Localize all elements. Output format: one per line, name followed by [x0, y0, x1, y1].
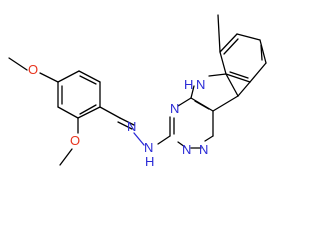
- bond-tri-b: [177, 97, 192, 107]
- nitrogen-atom-triazine-left: N: [170, 101, 180, 116]
- bond-ring2-b: [219, 33, 238, 53]
- oxygen-atom-bottom: O: [70, 133, 81, 148]
- hydrogen-atom-hydrazine: H: [145, 154, 155, 169]
- bond-ring2-a: [219, 51, 227, 75]
- bond-five-a: [190, 85, 195, 99]
- oxygen-atom-top: O: [28, 62, 39, 77]
- bond-o-methyl-bottom: [59, 148, 73, 166]
- bond-ring1-inner-3: [79, 75, 97, 85]
- bond-tri-e: [204, 135, 214, 142]
- bond-ring2-g: [225, 73, 251, 83]
- nitrogen-atom-imine: N: [127, 119, 137, 134]
- bond-tri-f: [177, 141, 186, 148]
- bond-o-ring-top: [39, 72, 59, 83]
- hydrogen-atom-indole: H: [184, 77, 194, 92]
- bond-ring2-c: [236, 33, 261, 41]
- structure-diagram: O O N N H N N N N H: [8, 14, 267, 169]
- bond-ring2-inner-2: [260, 44, 263, 61]
- bond-ring1-e: [78, 70, 101, 83]
- bond-five-c: [225, 73, 239, 97]
- bond-methyl-o-top: [8, 57, 28, 71]
- bond-ch-n-imine-1: [119, 117, 135, 126]
- nitrogen-atom-triazine-bottom-left: N: [182, 142, 192, 157]
- bond-ring2-e: [249, 62, 267, 83]
- bond-n-n: [133, 132, 145, 146]
- bond-tri-inner-2: [194, 100, 210, 110]
- bond-ring2-inner-3: [229, 71, 249, 79]
- bond-ring1-c: [77, 106, 101, 119]
- bond-ring1-b: [57, 106, 79, 119]
- bond-ring2-inner-1: [223, 38, 239, 55]
- bond-ring2-d: [259, 39, 267, 64]
- bond-ch-n-imine-2: [117, 121, 133, 130]
- bond-layer: [8, 14, 267, 166]
- bond-ring-ch: [99, 106, 121, 119]
- bond-five-b: [208, 73, 227, 77]
- nitrogen-atom-hydrazine: N: [144, 140, 154, 155]
- nitrogen-atom-triazine-bottom-right: N: [199, 142, 209, 157]
- nitrogen-atom-indole: N: [196, 77, 206, 92]
- bond-ring2-methyl: [217, 14, 221, 53]
- bond-n-triazine: [157, 135, 171, 145]
- bond-ring1-inner-2: [79, 104, 97, 115]
- bond-five-d: [212, 95, 239, 112]
- bond-ring2-f: [237, 81, 251, 97]
- bond-ring1-f: [57, 70, 80, 83]
